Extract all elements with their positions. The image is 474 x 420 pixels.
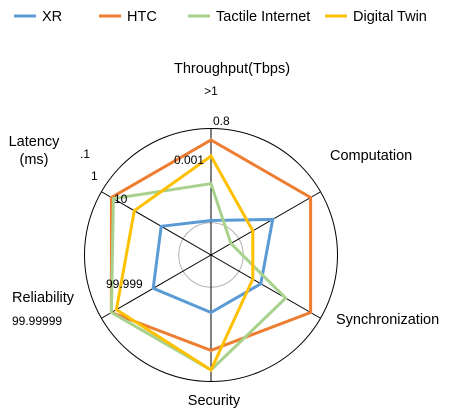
legend-label-xr: XR xyxy=(42,9,62,25)
spoke-latency-ms xyxy=(101,191,212,256)
spoke-reliability xyxy=(101,254,212,319)
legend-label-htc: HTC xyxy=(127,9,157,25)
axis-label-security: Security xyxy=(188,393,241,409)
axis-label-reliability: Reliability xyxy=(12,290,75,306)
axis-label-synchronization: Synchronization xyxy=(336,312,439,328)
axis-label-computation: Computation xyxy=(330,148,412,164)
legend-label-tactile-internet: Tactile Internet xyxy=(216,9,310,25)
tick-label-latency-ms-0: .1 xyxy=(80,147,90,161)
series-htc xyxy=(109,138,313,353)
tick-label-latency-ms-2: 10 xyxy=(114,192,128,206)
tick-label-reliability-1: 99.999 xyxy=(106,277,143,291)
tick-label-reliability-0: 99.99999 xyxy=(12,314,62,328)
spoke-synchronization xyxy=(210,254,321,319)
tick-label-throughput-tbps-1: 0.8 xyxy=(213,114,230,128)
legend: XR HTC Tactile Internet Digital Twin xyxy=(14,9,427,25)
axis-labels: Throughput(Tbps) ComputationSynchronizati… xyxy=(9,61,440,409)
series-layer xyxy=(109,138,313,373)
series-digital-twin xyxy=(114,153,255,373)
spoke-computation xyxy=(210,191,321,256)
axis-label-latency-ms: Latency(ms) xyxy=(9,134,61,168)
tick-label-latency-ms-1: 1 xyxy=(91,169,98,183)
tick-label-throughput-tbps-2: 0.001 xyxy=(174,153,204,167)
series-xr xyxy=(151,217,275,315)
radar-grid xyxy=(84,128,338,382)
legend-label-digital-twin: Digital Twin xyxy=(353,9,427,25)
tick-label-throughput-tbps-0: >1 xyxy=(204,84,218,98)
axis-label-throughput-tbps: Throughput(Tbps) xyxy=(174,61,290,77)
